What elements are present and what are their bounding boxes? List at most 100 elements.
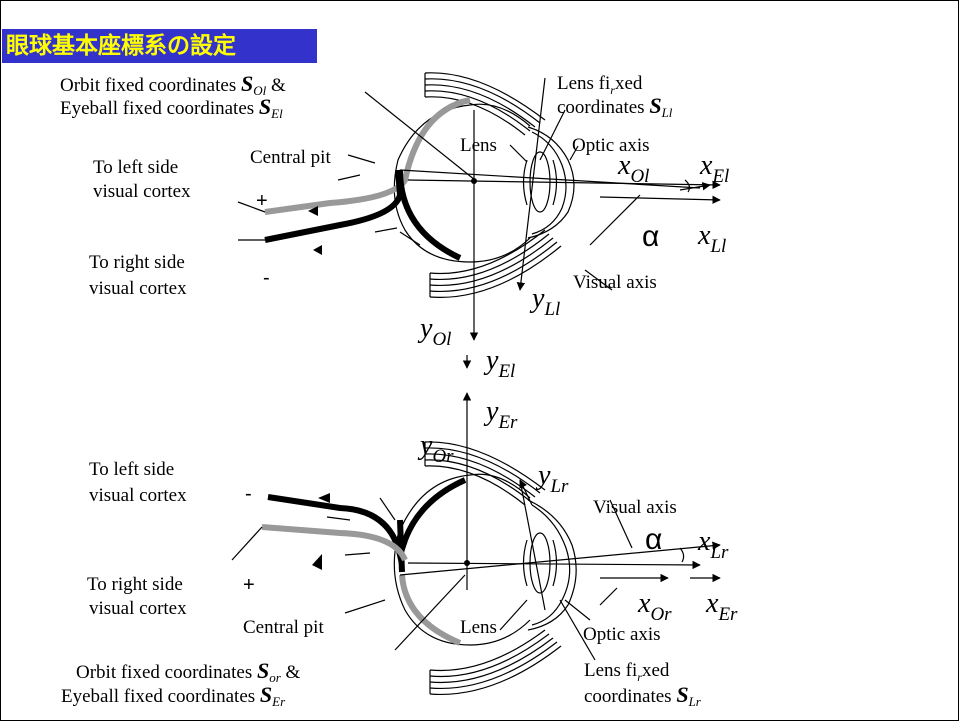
y-lr-label: yLr bbox=[538, 460, 568, 498]
x-letter: x bbox=[618, 150, 631, 181]
cornea-bottom bbox=[527, 499, 577, 631]
s-subscript: Ll bbox=[661, 105, 673, 120]
x-letter: x bbox=[706, 588, 719, 619]
x-el-label: xEl bbox=[700, 150, 729, 188]
x-lr-label: xLr bbox=[698, 526, 728, 564]
lens-fixed-end: xed bbox=[614, 73, 643, 94]
y-subscript: Or bbox=[432, 446, 454, 467]
visual-axis-leader bbox=[584, 269, 613, 291]
y-letter: y bbox=[486, 345, 499, 376]
x-subscript: Or bbox=[650, 604, 672, 625]
orbit-leader-line-bottom bbox=[394, 574, 466, 651]
left-lens-label: Lens bbox=[460, 135, 497, 156]
right-lens-fixed-line2: coordinates SLr bbox=[584, 682, 701, 710]
slide-title: 眼球基本座標系の設定 bbox=[2, 29, 317, 63]
retina-black-top bbox=[397, 169, 462, 261]
y-ll-axis bbox=[516, 77, 546, 291]
coordinates-text: coordinates bbox=[557, 97, 645, 118]
optic-nerve-gray-top bbox=[264, 97, 471, 215]
left-eyeball-label-line2: Eyeball fixed coordinates SEl bbox=[60, 94, 283, 122]
optic-nerve-black-bottom bbox=[267, 477, 467, 567]
lens-fixed-leader-bottom bbox=[559, 599, 596, 661]
lens-fixed-end: xed bbox=[641, 660, 670, 681]
s-symbol: S bbox=[676, 682, 689, 707]
lens-leader-bottom bbox=[499, 599, 528, 631]
s-subscript: Er bbox=[272, 694, 286, 709]
lens-fixed-r: r bbox=[637, 670, 642, 684]
optic-nerve-black-top bbox=[264, 169, 404, 243]
s-symbol: S bbox=[256, 658, 270, 683]
left-optic-axis-label: Optic axis bbox=[572, 135, 650, 156]
right-to-left-cortex-2: visual cortex bbox=[89, 485, 187, 506]
x-letter: x bbox=[700, 150, 713, 181]
eyeball-text: Eyeball fixed coordinates bbox=[61, 686, 256, 707]
left-to-left-cortex-1: To left side bbox=[93, 157, 179, 178]
right-to-right-cortex-2: visual cortex bbox=[89, 598, 187, 619]
coordinates-text: coordinates bbox=[584, 686, 672, 707]
s-symbol: S bbox=[258, 94, 272, 119]
left-to-right-cortex-1: To right side bbox=[89, 252, 185, 273]
x-er-label: xEr bbox=[706, 588, 737, 626]
x-letter: x bbox=[698, 220, 711, 251]
y-el-label: yEl bbox=[486, 345, 515, 383]
x-ol-axis bbox=[407, 179, 721, 190]
y-subscript: Lr bbox=[550, 476, 569, 497]
x-el-axis bbox=[599, 195, 721, 205]
orbit-text: Orbit fixed coordinates bbox=[76, 662, 253, 683]
eye-center-point-bottom bbox=[464, 560, 470, 566]
optic-axis-leader bbox=[569, 145, 579, 161]
right-visual-axis-label: Visual axis bbox=[593, 497, 677, 518]
left-lens-fixed-line1: Lens firxed bbox=[557, 73, 643, 97]
s-subscript: or bbox=[269, 670, 281, 685]
x-subscript: Ol bbox=[630, 166, 650, 187]
lens-fixed-text: Lens fi bbox=[584, 660, 638, 681]
left-orbit-label-line1: Orbit fixed coordinates SOl & bbox=[60, 71, 286, 99]
s-symbol: S bbox=[259, 682, 273, 707]
lens-fixed-r: r bbox=[610, 83, 615, 97]
x-subscript: Lr bbox=[710, 542, 729, 563]
left-eye-diagram bbox=[237, 72, 721, 369]
x-subscript: El bbox=[712, 166, 730, 187]
retina-gray-bottom bbox=[399, 574, 462, 646]
orbit-text: Orbit fixed coordinates bbox=[60, 75, 237, 96]
x-or-axis bbox=[407, 560, 701, 570]
y-lr-axis bbox=[519, 479, 533, 506]
x-er-axis bbox=[399, 541, 721, 576]
left-minus-sign: - bbox=[263, 267, 270, 289]
right-to-right-cortex-1: To right side bbox=[87, 574, 183, 595]
right-minus-sign: - bbox=[245, 483, 252, 505]
s-subscript: Lr bbox=[688, 694, 701, 709]
left-to-right-cortex-2: visual cortex bbox=[89, 278, 187, 299]
right-alpha-label: α bbox=[645, 523, 663, 556]
right-eyeball-label-line2: Eyeball fixed coordinates SEr bbox=[61, 682, 286, 710]
ampersand: & bbox=[270, 75, 286, 96]
y-letter: y bbox=[538, 460, 551, 491]
left-visual-axis-label: Visual axis bbox=[573, 272, 657, 293]
y-letter: y bbox=[486, 396, 499, 427]
lens-fixed-leader bbox=[539, 109, 566, 161]
lower-eyelid-bottom bbox=[429, 629, 562, 696]
orbit-leader-line bbox=[364, 91, 476, 181]
central-pit-leader-bottom bbox=[344, 599, 386, 614]
lower-eyelid bbox=[429, 229, 562, 299]
x-ll-axis-line bbox=[399, 169, 701, 189]
y-letter: y bbox=[532, 283, 545, 314]
x-letter: x bbox=[698, 526, 711, 557]
y-subscript: Er bbox=[498, 412, 518, 433]
eyeball-text: Eyeball fixed coordinates bbox=[60, 98, 255, 119]
left-plus-sign: + bbox=[256, 190, 268, 212]
y-ol-label: yOl bbox=[420, 315, 451, 351]
lens-leader bbox=[509, 144, 528, 163]
s-subscript: El bbox=[271, 106, 283, 121]
x-subscript: Er bbox=[718, 604, 738, 625]
retina-black-bottom bbox=[397, 519, 405, 573]
upper-eyelid bbox=[424, 72, 546, 136]
right-plus-sign: + bbox=[243, 574, 255, 596]
x-subscript: Ll bbox=[710, 236, 727, 257]
s-symbol: S bbox=[240, 71, 254, 96]
right-optic-axis-label: Optic axis bbox=[583, 624, 661, 645]
s-symbol: S bbox=[649, 93, 662, 118]
cornea bbox=[527, 126, 575, 239]
optic-axis-leader-bottom bbox=[564, 599, 591, 621]
